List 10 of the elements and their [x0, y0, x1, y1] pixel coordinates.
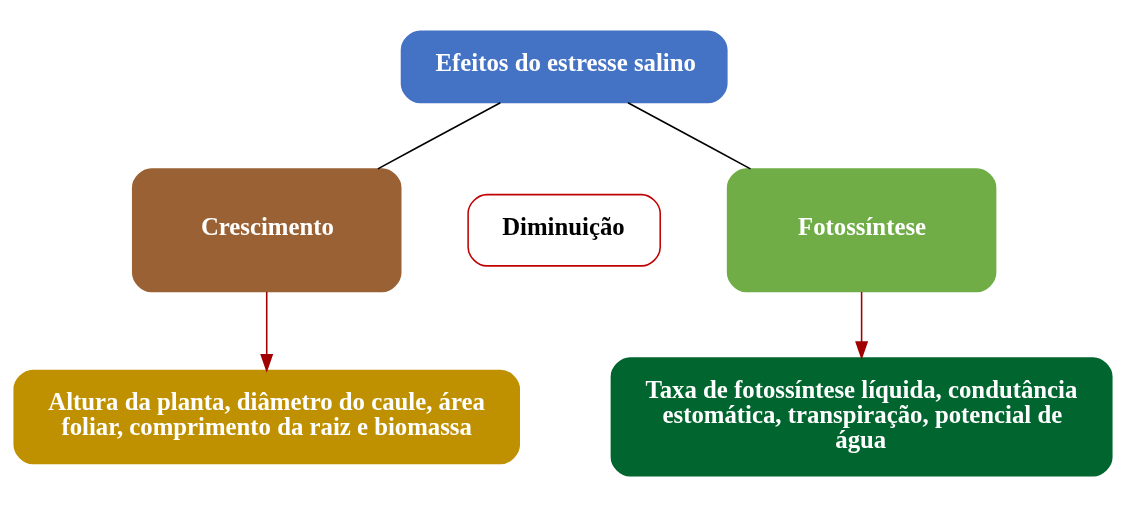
node-box: Efeitos do estresse salino: [400, 30, 728, 104]
node-box: Taxa de fotossíntese líquida, condutância estomática, transpiração, potencial de água: [610, 357, 1113, 477]
node-box: Fotossíntese: [726, 168, 997, 293]
node-box: Crescimento: [131, 168, 402, 293]
connector: [627, 102, 752, 170]
connector: [377, 102, 502, 170]
node-box: Diminuição: [467, 193, 661, 267]
arrow: [855, 291, 869, 360]
arrow: [260, 291, 274, 373]
node-box: Altura da planta, diâmetro do caule, área foliar, comprimento da raiz e biomassa: [13, 369, 520, 465]
